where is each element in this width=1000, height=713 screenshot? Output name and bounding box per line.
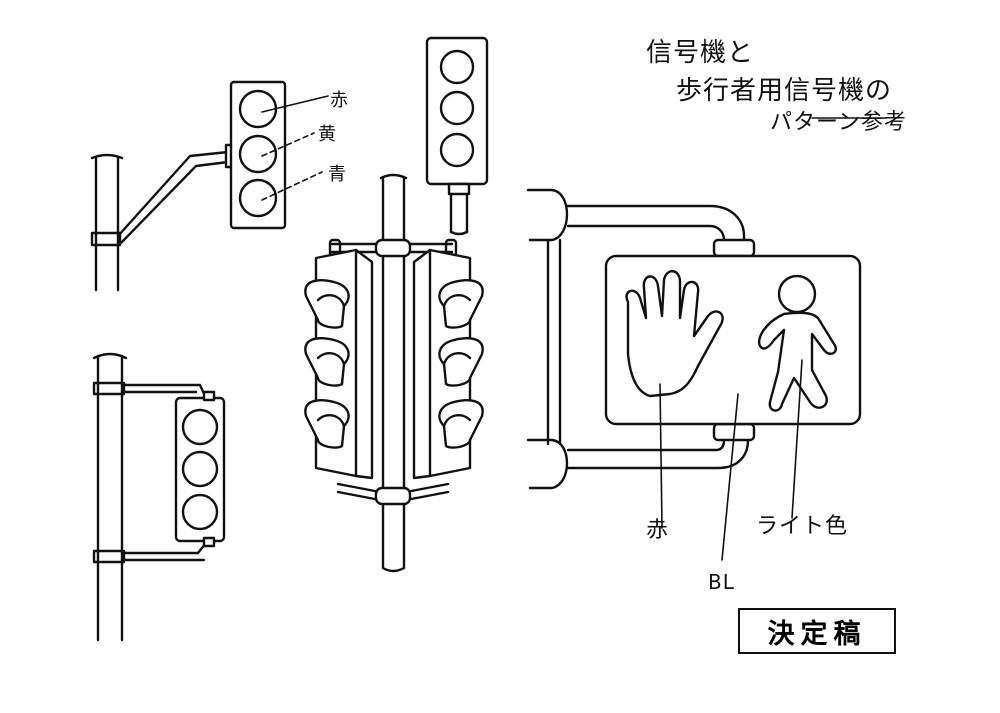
side-mount-traffic-signal xyxy=(92,352,226,642)
signal-lamp-yellow xyxy=(238,134,278,174)
double-visor-traffic-signal xyxy=(304,173,484,573)
walker-color-label: ライト色 xyxy=(756,514,849,539)
pedestrian-signal xyxy=(526,188,862,561)
title-line-1: 信号機と xyxy=(646,38,755,68)
pole-top-traffic-signal xyxy=(425,36,489,236)
lamp-label-green: 青 xyxy=(328,164,346,185)
hand-color-label: 赤 xyxy=(646,518,670,543)
lamp-label-red: 赤 xyxy=(330,90,348,111)
signal-lamp-green xyxy=(238,178,278,218)
bracket-traffic-signal xyxy=(90,80,329,292)
final-draft-stamp: 決定稿 xyxy=(738,608,896,654)
title-line-2: 歩行者用信号機の xyxy=(676,76,893,106)
background-color-label: BL xyxy=(708,570,735,594)
title-line-3: パターン参考 xyxy=(770,110,907,135)
lamp-label-yellow: 黄 xyxy=(318,124,336,145)
